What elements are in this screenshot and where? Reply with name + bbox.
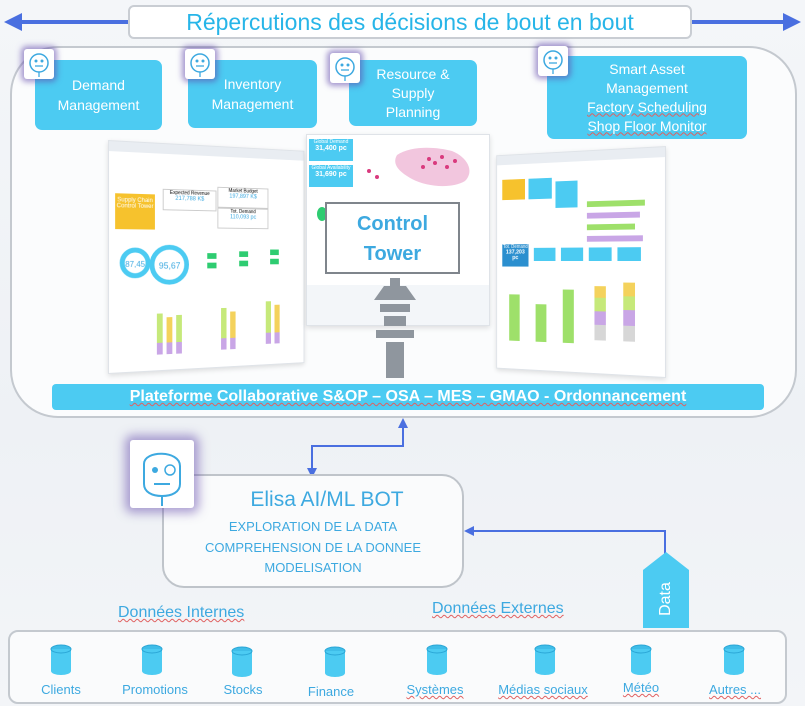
module-line: Factory Scheduling — [587, 98, 707, 115]
elisa-line: MODELISATION — [264, 560, 362, 575]
data-arrow: Data — [643, 552, 689, 628]
module-line: Management — [57, 97, 140, 113]
kpi-label: Global Demand — [313, 139, 349, 145]
source-label: Stocks — [223, 682, 263, 697]
robot-icon — [330, 53, 360, 83]
module-line: Resource & — [376, 65, 450, 82]
dashboard-left-wrapper: Supply Chain Control Tower Expected Reve… — [108, 140, 318, 374]
source-label: Finance — [307, 684, 355, 699]
source-label: Promotions — [122, 682, 188, 697]
control-tower-line: Tower — [363, 243, 422, 265]
internal-data-label: Données Internes — [118, 604, 245, 621]
elisa-frame — [162, 474, 464, 588]
dashboard-left: Supply Chain Control Tower Expected Reve… — [108, 140, 305, 374]
robot-icon — [538, 46, 568, 76]
database-icon — [50, 644, 72, 675]
module-line: Supply — [391, 84, 435, 101]
module-line: Management — [606, 79, 688, 96]
database-icon — [630, 644, 652, 675]
external-data-label: Données Externes — [432, 600, 564, 617]
robot-icon — [185, 49, 215, 79]
platform-label: Plateforme Collaborative S&OP – OSA – ME… — [129, 388, 687, 405]
elisa-title: Elisa AI/ML BOT — [250, 488, 404, 511]
platform-bar: Plateforme Collaborative S&OP – OSA – ME… — [52, 384, 764, 410]
kpi-value: 31,690 pc — [315, 171, 347, 178]
dashboard-left-charts: 87,45 95,67 — [115, 233, 280, 355]
module-line: Management — [211, 96, 294, 112]
database-icon — [534, 644, 556, 675]
banner-title: Répercutions des décisions de bout en bo… — [128, 5, 692, 39]
module-line: Planning — [385, 103, 441, 120]
source-label: Météo — [622, 680, 660, 695]
control-tower-icon — [374, 278, 416, 378]
kpi-value: 31,400 pc — [315, 145, 347, 152]
database-icon — [426, 644, 448, 675]
robot-icon — [24, 49, 54, 79]
elisa-robot-icon — [130, 440, 194, 508]
elisa-line: COMPREHENSION DE LA DONNEE — [205, 540, 421, 555]
module-line: Shop Floor Monitor — [587, 117, 707, 134]
data-arrow-label: Data — [656, 582, 674, 616]
module-line: Smart Asset — [609, 60, 685, 77]
kpi-label: Global Availability — [311, 165, 351, 171]
dashboard-right-charts — [509, 199, 645, 344]
data-sources-frame — [8, 630, 787, 704]
database-icon — [141, 644, 163, 675]
elisa-line: EXPLORATION DE LA DATA — [228, 519, 398, 534]
source-label: Systèmes — [406, 682, 464, 697]
source-label: Autres ... — [708, 682, 762, 697]
source-label: Clients — [41, 682, 81, 697]
control-tower-box: Control Tower — [325, 202, 460, 274]
world-map — [367, 147, 470, 187]
database-icon — [723, 644, 745, 675]
source-label: Médias sociaux — [498, 682, 588, 697]
module-line: Demand — [72, 77, 125, 93]
database-icon — [324, 646, 346, 677]
control-tower-line: Control — [356, 213, 429, 235]
banner-arrows — [4, 13, 801, 31]
database-icon — [231, 646, 253, 677]
gauge-value: 95,67 — [159, 261, 181, 271]
module-line: Inventory — [223, 76, 282, 92]
gauge-value: 87,45 — [125, 260, 146, 269]
